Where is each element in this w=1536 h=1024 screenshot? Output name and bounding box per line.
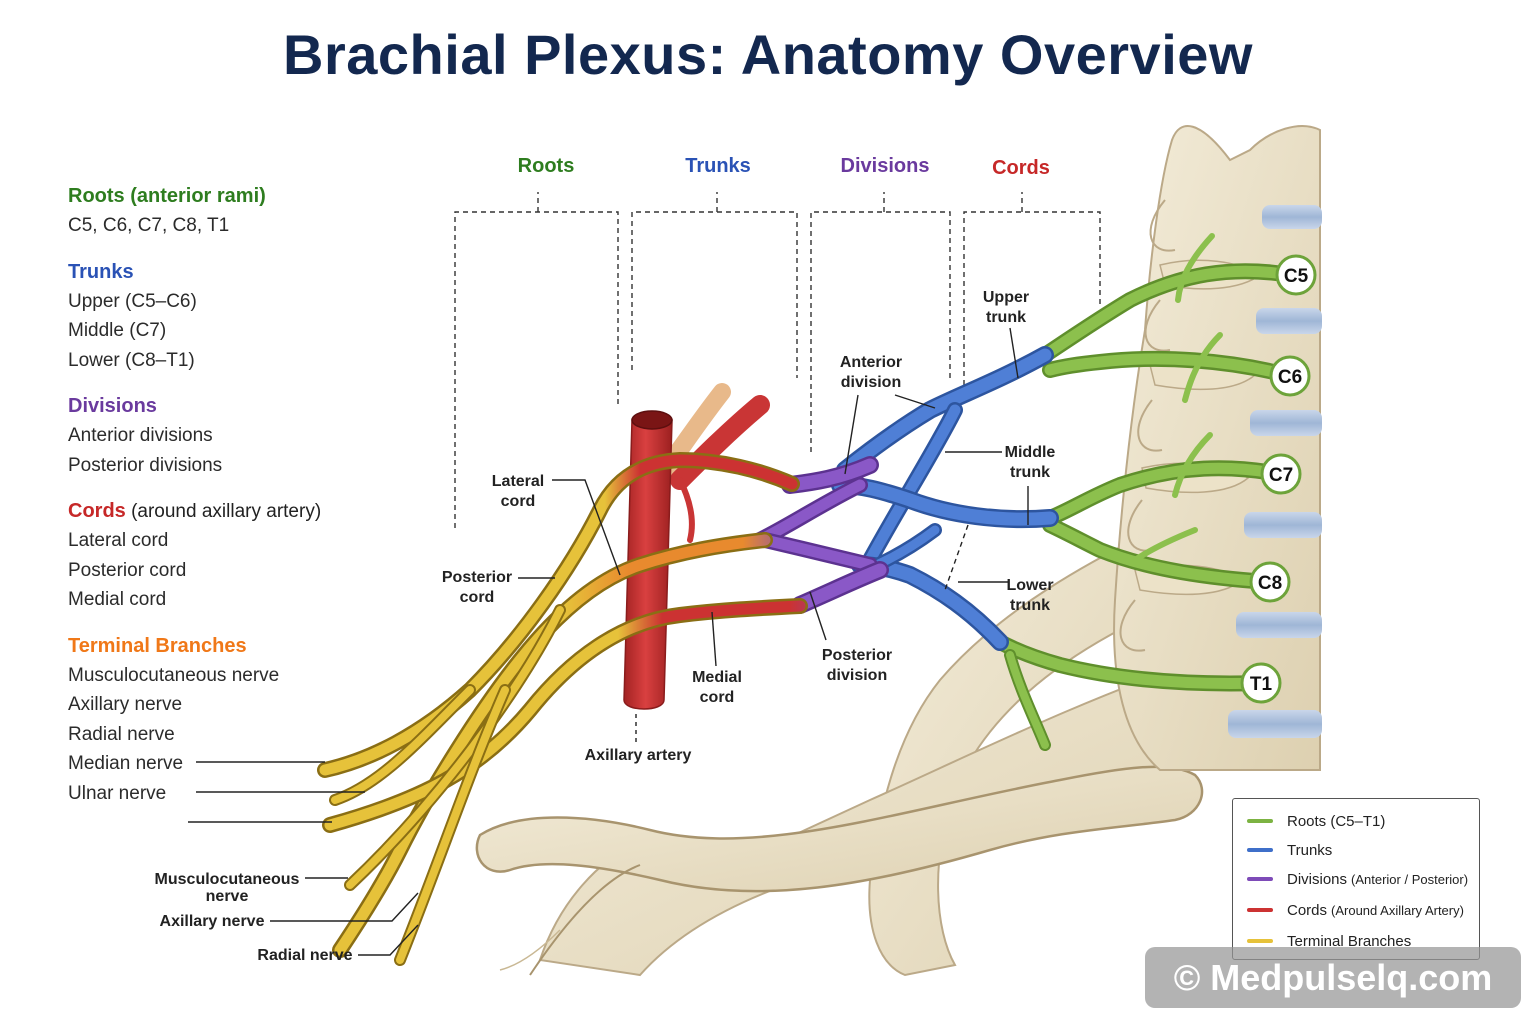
sidebar-item: C5, C6, C7, C8, T1 [68,215,230,236]
sidebar-item: Medial cord [68,589,167,610]
sidebar-item: Median nerve [68,753,184,774]
sidebar-section-terminal-branches: Terminal Branches Musculocutaneous nerve… [68,632,428,809]
sidebar-item: Musculocutaneous nerve [68,664,280,686]
root-badge-c8: C8 [1249,561,1291,603]
root-badge-label: C7 [1269,465,1293,486]
trunks-bracket [631,192,798,378]
column-header-roots: Roots [518,155,575,177]
artery-branch-red [670,395,770,490]
disc [1236,612,1322,638]
root-badge-label: C8 [1258,573,1282,594]
sidebar-summary: Roots (anterior rami) C5, C6, C7, C8, T1… [68,182,428,825]
sidebar-section-cords: Cords (around axillary artery) Lateral c… [68,497,428,615]
legend-label: Divisions [1287,870,1348,888]
label-axillary-artery: Axillary artery [585,747,692,764]
disc [1244,512,1322,538]
sidebar-item: Ulnar nerve [68,782,167,804]
legend-label: Roots (C5–T1) [1287,812,1386,830]
roots-bracket [454,192,619,528]
column-header-divisions: Divisions [841,155,930,177]
nerves [317,233,1298,966]
page-title: Brachial Plexus: Anatomy Overview [283,23,1253,86]
cords-bracket [963,192,1101,385]
sidebar-section-trunks: Trunks Upper (C5–C6) Middle (C7) Lower (… [68,258,428,376]
sidebar-item: Radial nerve [68,723,175,745]
legend-sublabel: (Around Axillary Artery) [1331,902,1464,918]
column-brackets [454,192,1101,528]
sidebar-heading: Divisions [68,395,157,417]
leader-lines [188,327,1029,956]
sidebar-item: Posterior divisions [68,454,223,476]
sidebar-heading-note: (around axillary artery) [125,501,322,522]
root-badge-c6: C6 [1269,355,1311,397]
sidebar-heading: Terminal Branches [68,634,247,657]
root-badge-label: T1 [1250,674,1273,695]
root-badges: C5 C6 C7 C8 T1 [1240,254,1317,704]
root-badge-label: C6 [1278,367,1302,388]
sidebar-item: Lower (C8–T1) [68,349,195,371]
sidebar-item: Axillary nerve [68,694,183,715]
sidebar-item: Anterior divisions [68,425,213,446]
legend-label: Trunks [1287,841,1333,859]
label-radial-nerve: Radial nerve [257,947,352,964]
sidebar-heading: Roots (anterior rami) [68,185,266,207]
sidebar-item: Lateral cord [68,530,169,551]
legend-swatch [1247,939,1273,943]
sidebar-item: Upper (C5–C6) [68,290,197,312]
legend-swatch [1247,819,1273,823]
legend-item-cords: Cords(Around Axillary Artery) [1247,899,1464,921]
legend-label: Cords [1287,901,1328,919]
root-badge-label: C5 [1284,266,1309,287]
legend-item-trunks: Trunks [1247,839,1332,861]
disc [1250,410,1322,436]
disc [1256,308,1322,334]
legend-item-terminal-branches: Terminal Branches [1247,930,1411,952]
label-axillary-nerve: Axillary nerve [160,913,265,930]
watermark: © Medpulselq.com [1145,947,1521,1008]
column-header-cords: Cords [992,157,1050,179]
column-header-labels: Roots Trunks Divisions Cords [518,155,1050,179]
legend-label: Terminal Branches [1287,932,1412,950]
legend-swatch [1247,877,1273,881]
sidebar-heading: Cords (around axillary artery) [68,500,322,522]
disc [1228,710,1322,738]
column-header-trunks: Trunks [685,155,751,177]
legend-item-roots: Roots (C5–T1) [1247,810,1385,832]
sidebar-item: Middle (C7) [68,320,167,341]
root-badge-c5: C5 [1275,254,1317,296]
disc [1262,205,1322,229]
artery-lumen [631,410,673,430]
legend: Roots (C5–T1) Trunks Divisions(Anterior … [1232,798,1480,960]
root-badge-c7: C7 [1260,453,1302,495]
sidebar-section-roots: Roots (anterior rami) C5, C6, C7, C8, T1 [68,182,428,241]
divisions-bracket [810,192,951,452]
legend-swatch [1247,848,1273,852]
legend-swatch [1247,908,1273,912]
legend-sublabel: (Anterior / Posterior) [1351,871,1469,887]
legend-item-divisions: Divisions(Anterior / Posterior) [1247,868,1468,890]
root-badge-t1: T1 [1240,662,1282,704]
clavicle [475,765,1204,893]
sidebar-section-divisions: Divisions Anterior divisions Posterior d… [68,392,428,480]
sidebar-item: Posterior cord [68,559,187,581]
sidebar-heading: Trunks [68,260,134,283]
